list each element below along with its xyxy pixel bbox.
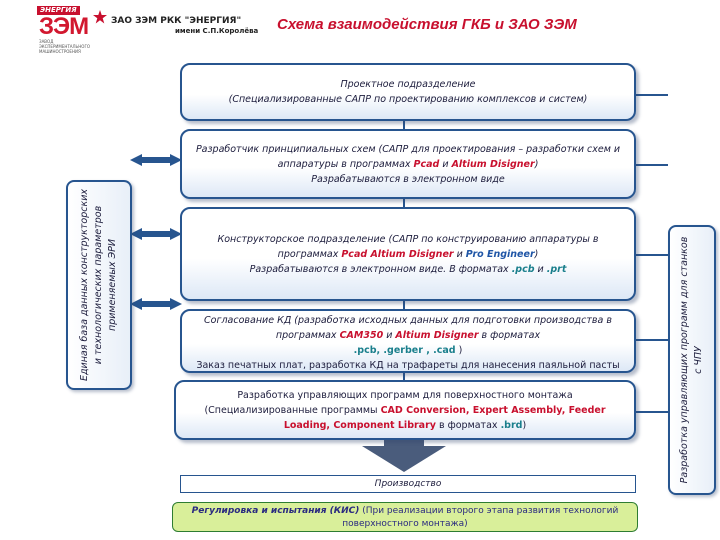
approval-line3: Заказ печатных плат, разработка КД на тр… — [196, 360, 620, 371]
star-icon — [93, 10, 107, 24]
design-and-1: и — [453, 248, 466, 260]
approval-formats: .pcb, .gerber , .cad — [353, 345, 456, 356]
design-department-box: Конструкторское подразделение (САПР по к… — [180, 207, 636, 301]
approval-altium-label: Altium Disigner — [395, 330, 479, 341]
programs-text-3: ) — [522, 419, 527, 431]
design-pcad-label: Pcad Altium Disigner — [341, 248, 454, 260]
down-arrow-icon — [362, 446, 446, 472]
production-box: Производство — [180, 475, 636, 493]
logo-big-text: ЗЭМ — [39, 13, 89, 40]
schematic-developer-box: Разработчик принципиальных схем (САПР дл… — [180, 129, 636, 199]
cnc-programs-box: Разработка управляющих программ для стан… — [668, 225, 716, 495]
approval-text-2: в форматах — [478, 330, 541, 341]
kis-title: Регулировка и испытания (КИС) — [191, 506, 360, 516]
kis-box: Регулировка и испытания (КИС) (При реали… — [172, 502, 638, 532]
schematic-text-2: ) — [534, 158, 539, 170]
programs-text-1: (Специализированные программы — [204, 404, 381, 416]
pcad-label: Pcad — [413, 158, 440, 170]
design-formats-line: Разрабатываются в электронном виде. В фо… — [190, 262, 626, 277]
design-text: Конструкторское подразделение (САПР по к… — [190, 232, 626, 262]
schematic-text-1: Разработчик принципиальных схем (САПР дл… — [195, 143, 621, 170]
left-arrow-1 — [130, 154, 182, 166]
schematic-line2: Разрабатываются в электронном виде — [311, 173, 505, 185]
approval-box: Согласование КД (разработка исходных дан… — [180, 309, 636, 373]
down-arrow-shaft — [384, 438, 424, 448]
company-name: ЗАО ЗЭМ РКК "ЭНЕРГИЯ" — [111, 16, 242, 26]
design-text-2: ) — [534, 248, 539, 260]
approval-text-1: Согласование КД (разработка исходных дан… — [204, 315, 612, 341]
left-arrow-3 — [130, 298, 182, 310]
altium-label: Altium Disigner — [451, 158, 535, 170]
project-title: Проектное подразделение — [340, 79, 476, 90]
company-logo: ЭНЕРГИЯ ЗЭМ ЗАВОД ЭКСПЕРИМЕНТАЛЬНОГО МАШ… — [35, 6, 265, 60]
brd-format: .brd — [500, 419, 523, 431]
pcb-format: .pcb — [511, 263, 535, 275]
kis-note: (При реализации второго этапа развития т… — [342, 506, 619, 529]
common-database-box: Единая база данных конструкторских и тех… — [66, 180, 132, 390]
zem-logo-mark: ЭНЕРГИЯ ЗЭМ ЗАВОД ЭКСПЕРИМЕНТАЛЬНОГО МАШ… — [35, 6, 95, 60]
project-department-box: Проектное подразделение (Специализирован… — [180, 63, 636, 121]
design-text-1: Конструкторское подразделение (САПР по к… — [217, 233, 599, 260]
cnc-programs-label: Разработка управляющих программ для стан… — [679, 236, 704, 484]
logo-small-text: ЗАВОД ЭКСПЕРИМЕНТАЛЬНОГО МАШИНОСТРОЕНИЯ — [39, 39, 91, 54]
prt-format: .prt — [546, 263, 567, 275]
programs-text: (Специализированные программы CAD Conver… — [184, 403, 626, 433]
programs-title: Разработка управляющих программ для пове… — [237, 389, 573, 401]
project-description: (Специализированные САПР по проектирован… — [228, 94, 588, 105]
left-arrow-2 — [130, 228, 182, 240]
approval-formats-line: .pcb, .gerber , .cad ) — [190, 343, 626, 358]
company-subname: имени С.П.Королёва — [175, 27, 259, 35]
logo-tag: ЭНЕРГИЯ — [37, 6, 80, 15]
design-and-2: и — [534, 263, 547, 275]
design-text-3: Разрабатываются в электронном виде. В фо… — [249, 263, 512, 275]
programs-box: Разработка управляющих программ для пове… — [174, 380, 636, 440]
common-database-label: Единая база данных конструкторских и тех… — [79, 188, 118, 382]
page-title: Схема взаимодействия ГКБ и ЗАО ЗЭМ — [277, 16, 577, 33]
programs-text-2: в форматах — [435, 419, 501, 431]
approval-text-3: ) — [455, 345, 463, 356]
schematic-and: и — [439, 158, 452, 170]
pro-engineer-label: Pro Engineer — [465, 248, 535, 260]
approval-text: Согласование КД (разработка исходных дан… — [190, 313, 626, 343]
programs-apps: CAD Conversion, Expert Assembly, Feeder … — [283, 404, 606, 431]
cam350-label: CAM350 — [339, 330, 384, 341]
approval-and: и — [383, 330, 396, 341]
schematic-text: Разработчик принципиальных схем (САПР дл… — [190, 142, 626, 172]
